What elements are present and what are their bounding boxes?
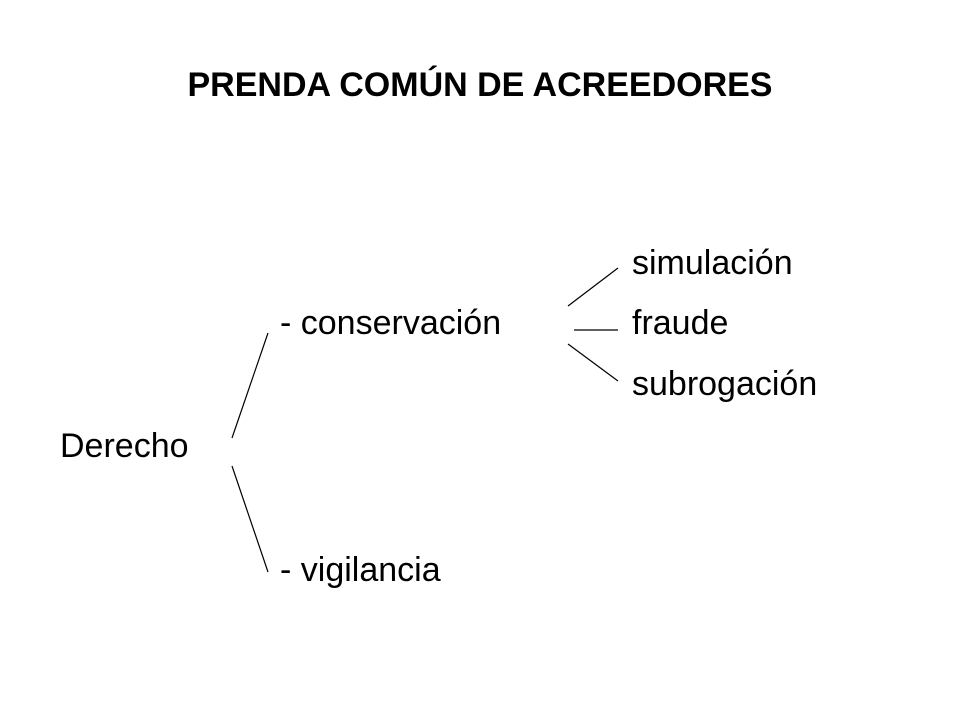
connector-conservacion-simulacion bbox=[567, 267, 619, 307]
node-simulacion: simulación bbox=[632, 244, 793, 282]
node-derecho: Derecho bbox=[60, 427, 189, 465]
node-conservacion: - conservación bbox=[280, 304, 502, 342]
connector-conservacion-subrogacion bbox=[567, 343, 619, 382]
connector-derecho-vigilancia bbox=[231, 465, 269, 573]
connector-derecho-conservacion bbox=[231, 332, 269, 439]
node-subrogacion: subrogación bbox=[632, 365, 818, 403]
node-vigilancia: - vigilancia bbox=[280, 551, 441, 589]
slide-title: PRENDA COMÚN DE ACREEDORES bbox=[187, 66, 773, 104]
node-fraude: fraude bbox=[632, 304, 729, 342]
